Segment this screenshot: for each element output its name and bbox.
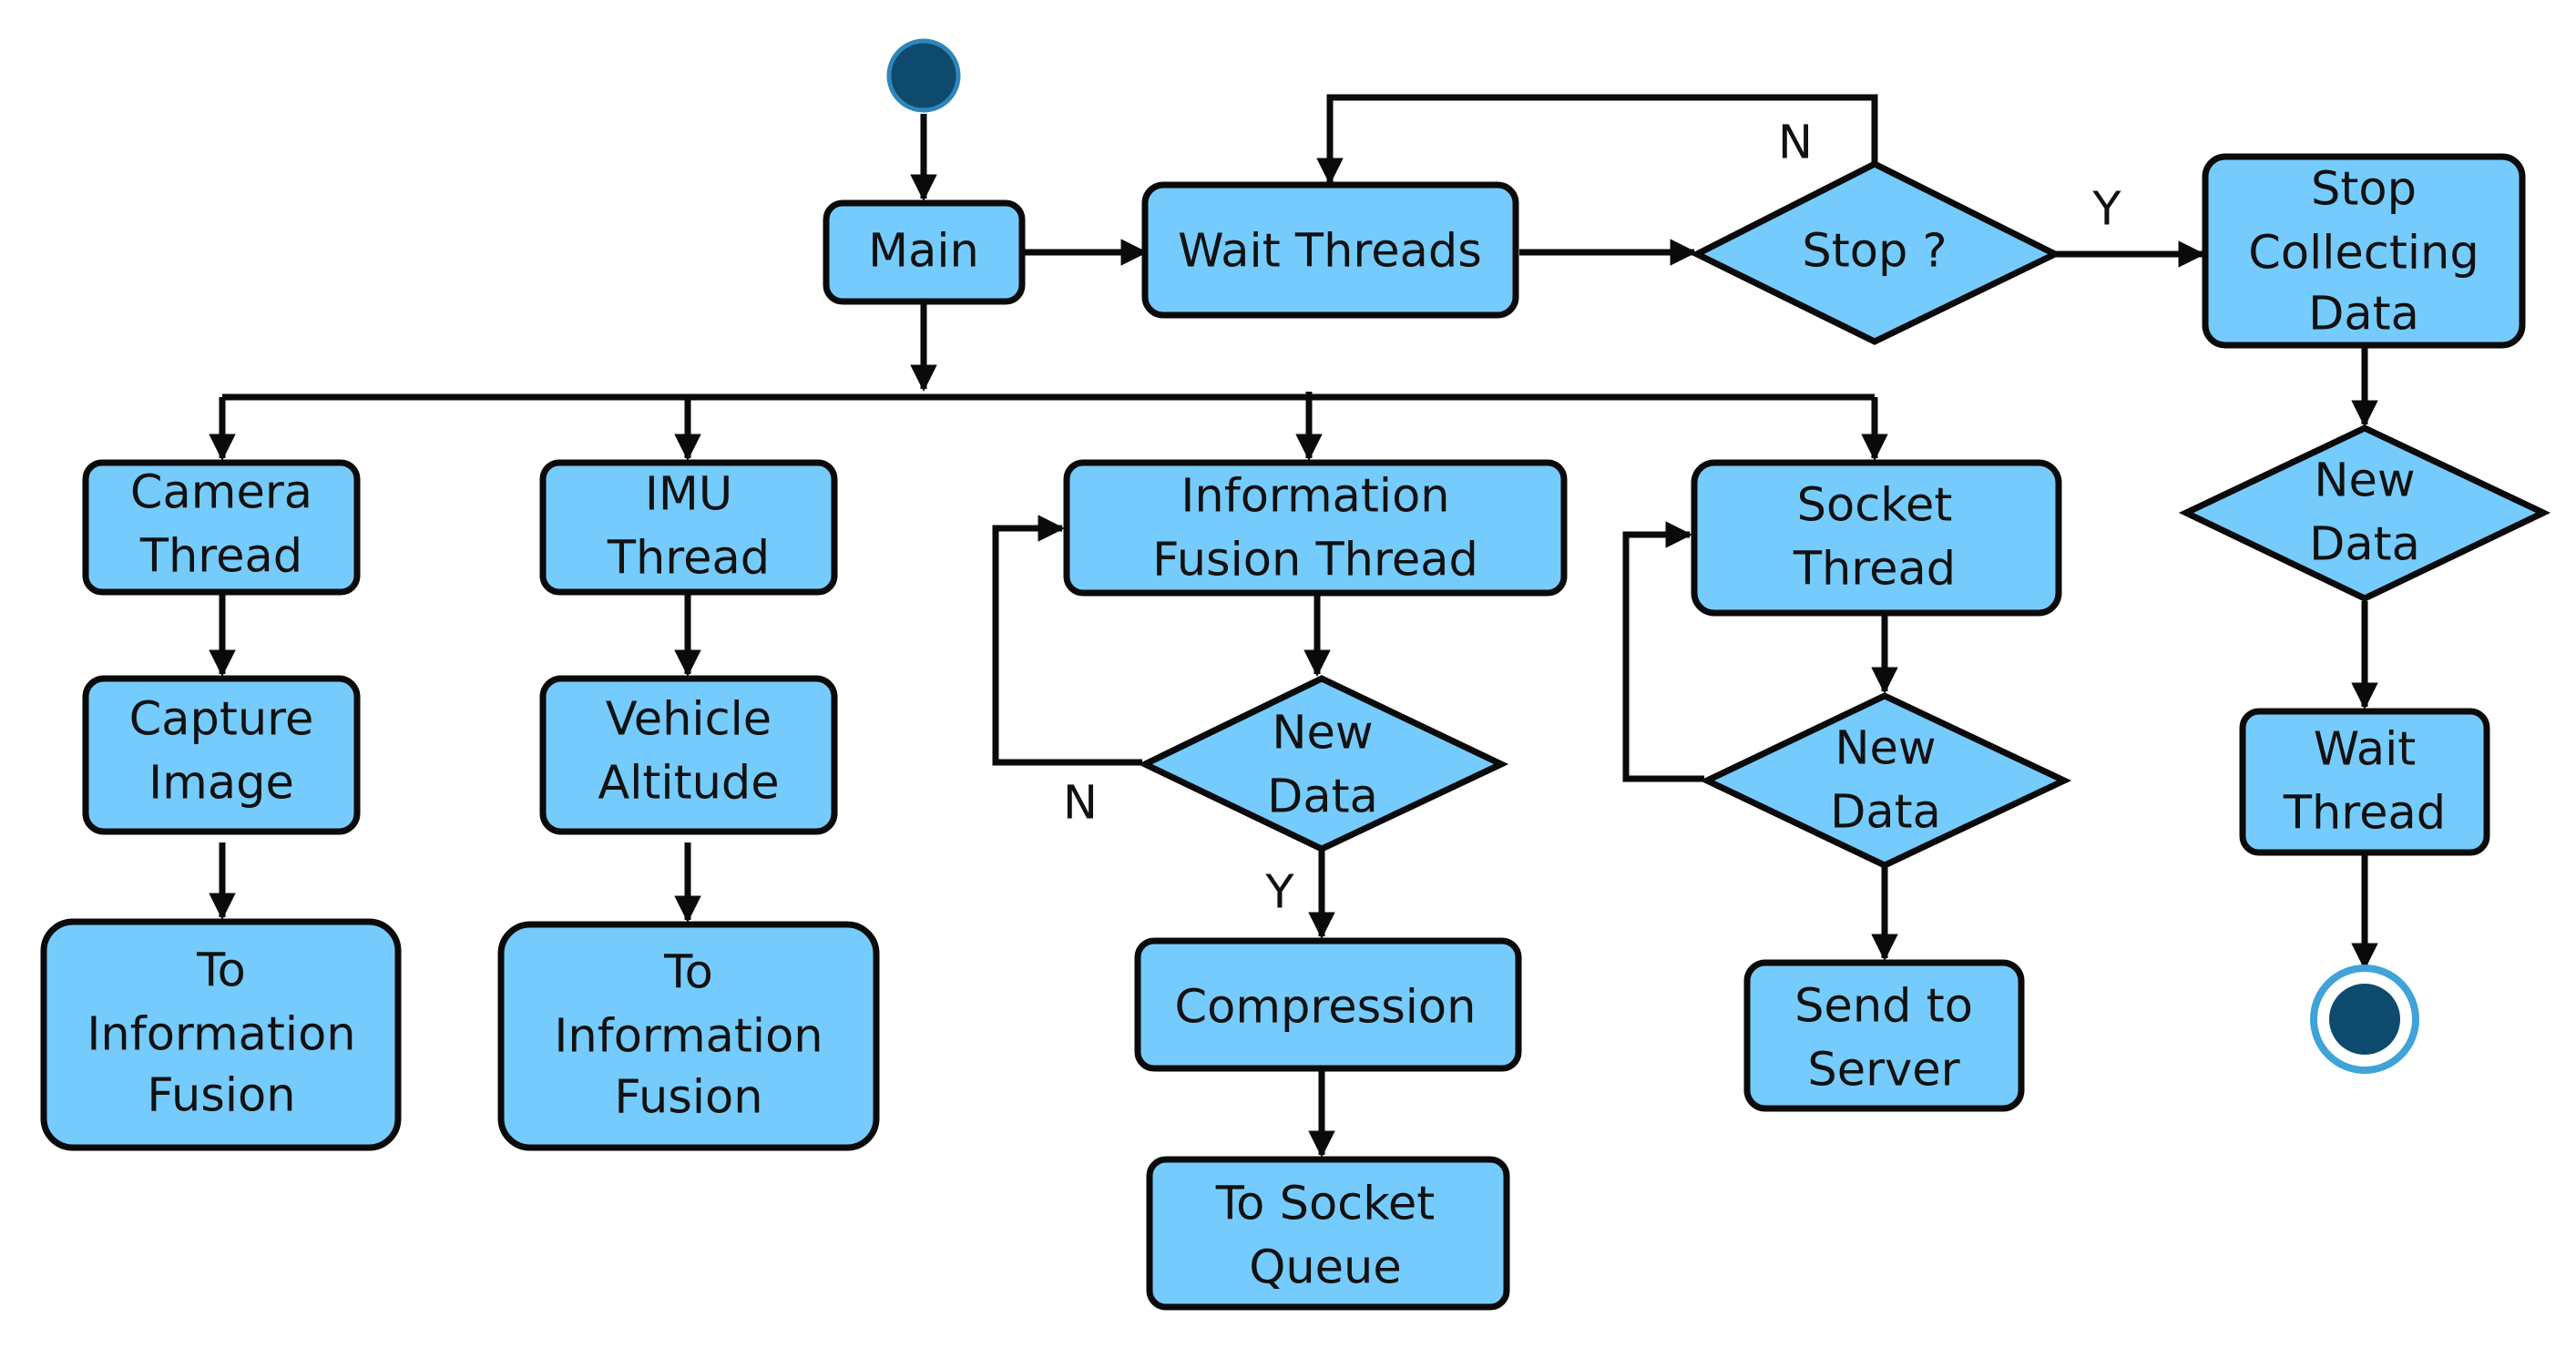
edge-fusion-no-loop bbox=[992, 515, 1142, 766]
imu-thread-node: IMU Thread bbox=[539, 459, 838, 596]
stop-new-data-decision: New Data bbox=[2178, 424, 2551, 602]
camera-thread-line-1: Camera bbox=[130, 466, 312, 520]
to-socket-queue-line-1: To Socket bbox=[1215, 1178, 1436, 1231]
send-to-server-line-2: Server bbox=[1807, 1044, 1959, 1098]
wait-threads-line-1: Wait Threads bbox=[1178, 225, 1482, 279]
to-socket-queue-line-2: Queue bbox=[1249, 1241, 1402, 1295]
to-fusion-imu-node: To Information Fusion bbox=[497, 921, 880, 1151]
send-to-server-line-1: Send to bbox=[1794, 980, 1973, 1034]
compression-node: Compression bbox=[1134, 937, 1522, 1072]
socket-thread-line-2: Thread bbox=[1793, 543, 1956, 597]
vehicle-altitude-node: Vehicle Altitude bbox=[539, 675, 838, 835]
edge-label-stop-yes: Y bbox=[2091, 183, 2121, 237]
socket-new-data-line-2: Data bbox=[1830, 786, 1941, 840]
stop-decision: Stop ? bbox=[1690, 160, 2062, 345]
stop-new-data-line-1: New bbox=[2314, 454, 2415, 508]
to-fusion-imu-line-2: Information bbox=[554, 1010, 823, 1064]
edge-stop-no-loop bbox=[1316, 94, 1878, 185]
end-node bbox=[2310, 965, 2419, 1074]
send-to-server-node: Send to Server bbox=[1743, 959, 2025, 1112]
stop-decision-line-1: Stop ? bbox=[1802, 225, 1947, 279]
imu-thread-line-1: IMU bbox=[645, 468, 732, 522]
to-fusion-imu-line-3: Fusion bbox=[614, 1071, 762, 1125]
main-node: Main bbox=[823, 199, 1026, 305]
camera-thread-line-2: Thread bbox=[139, 530, 302, 584]
to-fusion-camera-node: To Information Fusion bbox=[40, 918, 402, 1151]
capture-image-line-1: Capture bbox=[129, 693, 314, 747]
edge-socket-loop bbox=[1622, 521, 1704, 782]
to-fusion-camera-line-1: To bbox=[196, 945, 246, 998]
capture-image-line-2: Image bbox=[148, 757, 294, 811]
edges bbox=[209, 94, 2378, 1158]
camera-thread-node: Camera Thread bbox=[82, 459, 361, 596]
capture-image-node: Capture Image bbox=[82, 675, 361, 835]
wait-threads-node: Wait Threads bbox=[1141, 181, 1519, 319]
fusion-new-data-line-1: New bbox=[1272, 707, 1373, 761]
edge-label-stop-no: N bbox=[1778, 117, 1813, 170]
wait-thread-line-2: Thread bbox=[2283, 787, 2446, 841]
fusion-new-data-line-2: Data bbox=[1267, 771, 1378, 824]
stop-collecting-line-3: Data bbox=[2308, 288, 2419, 342]
stop-collecting-node: Stop Collecting Data bbox=[2202, 153, 2526, 349]
to-fusion-imu-line-1: To bbox=[663, 946, 713, 1000]
compression-line-1: Compression bbox=[1175, 981, 1477, 1035]
fusion-new-data-decision: New Data bbox=[1137, 675, 1509, 853]
main-line-1: Main bbox=[868, 225, 979, 279]
wait-thread-line-1: Wait bbox=[2314, 723, 2417, 777]
socket-new-data-decision: New Data bbox=[1699, 692, 2072, 869]
socket-thread-line-1: Socket bbox=[1797, 479, 1953, 533]
edge-labels: N Y N Y bbox=[1063, 117, 2122, 920]
socket-new-data-line-1: New bbox=[1835, 722, 1936, 776]
stop-collecting-line-1: Stop bbox=[2311, 163, 2417, 217]
vehicle-altitude-line-1: Vehicle bbox=[606, 693, 772, 747]
to-socket-queue-node: To Socket Queue bbox=[1146, 1156, 1510, 1311]
fusion-thread-line-2: Fusion Thread bbox=[1152, 534, 1478, 587]
to-fusion-camera-line-2: Information bbox=[87, 1008, 355, 1062]
stop-collecting-line-2: Collecting bbox=[2248, 227, 2479, 281]
start-node bbox=[886, 38, 961, 113]
edge-label-fusion-no: N bbox=[1063, 777, 1098, 831]
to-fusion-camera-line-3: Fusion bbox=[147, 1069, 295, 1123]
socket-thread-node: Socket Thread bbox=[1691, 459, 2062, 617]
fusion-thread-line-1: Information bbox=[1181, 470, 1449, 524]
wait-thread-node: Wait Thread bbox=[2239, 708, 2490, 856]
imu-thread-line-2: Thread bbox=[607, 532, 770, 586]
fusion-thread-node: Information Fusion Thread bbox=[1063, 459, 1568, 597]
stop-new-data-line-2: Data bbox=[2309, 518, 2420, 572]
vehicle-altitude-line-2: Altitude bbox=[598, 757, 779, 811]
edge-label-fusion-yes: Y bbox=[1264, 866, 1294, 920]
